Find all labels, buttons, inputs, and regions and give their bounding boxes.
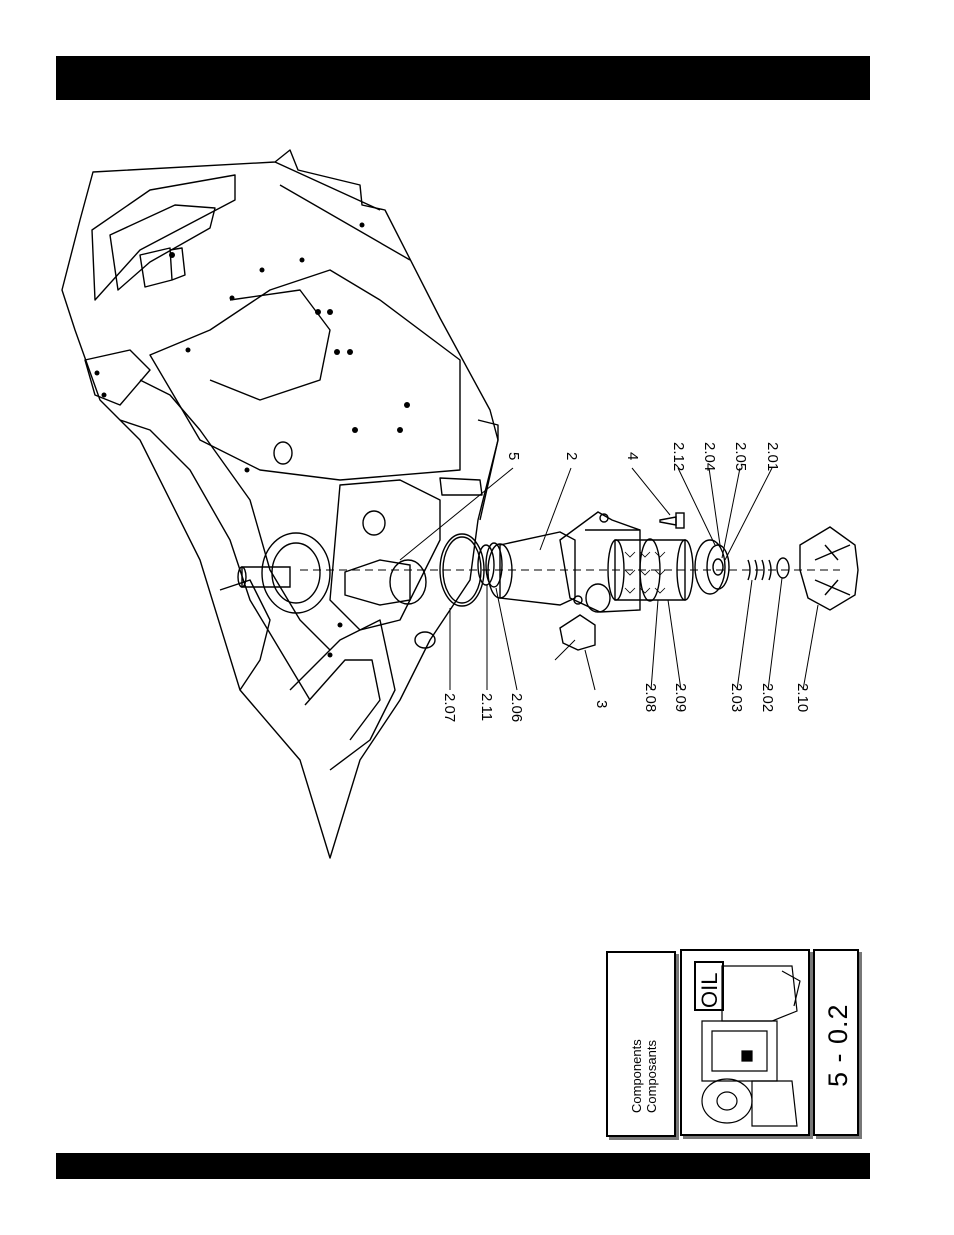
roller-machine-image [682,951,808,1134]
section-image-tab: OIL [680,949,810,1136]
section-number: 5 - 0.2 [823,1003,854,1087]
callout-4: 4 [624,452,641,460]
chassis-frame [62,150,498,858]
footer-bar [56,1153,870,1179]
section-number-tab: 5 - 0.2 [813,949,859,1136]
callout-2-03: 2.03 [728,683,745,712]
callout-2-05: 2.05 [732,442,749,471]
section-label-tab: Components Composants [606,951,676,1137]
callout-3: 3 [593,700,610,708]
callout-2-04: 2.04 [701,442,718,471]
callout-labels: 5 2 4 2.12 2.04 2.05 2.01 2.07 2.11 2.06… [441,442,811,722]
label-french: Composants [644,1039,659,1113]
callout-2: 2 [563,452,580,460]
callout-2-06: 2.06 [508,693,525,722]
callout-2-02: 2.02 [759,683,776,712]
callout-2-01: 2.01 [764,442,781,471]
callout-2-12: 2.12 [670,442,687,471]
callout-2-07: 2.07 [441,693,458,722]
callout-5: 5 [505,452,522,460]
section-label-text: Components Composants [629,1039,659,1113]
label-english: Components [629,1039,644,1113]
callout-2-08: 2.08 [642,683,659,712]
callout-2-09: 2.09 [672,683,689,712]
callout-2-11: 2.11 [478,693,495,721]
callout-2-10: 2.10 [794,683,811,712]
